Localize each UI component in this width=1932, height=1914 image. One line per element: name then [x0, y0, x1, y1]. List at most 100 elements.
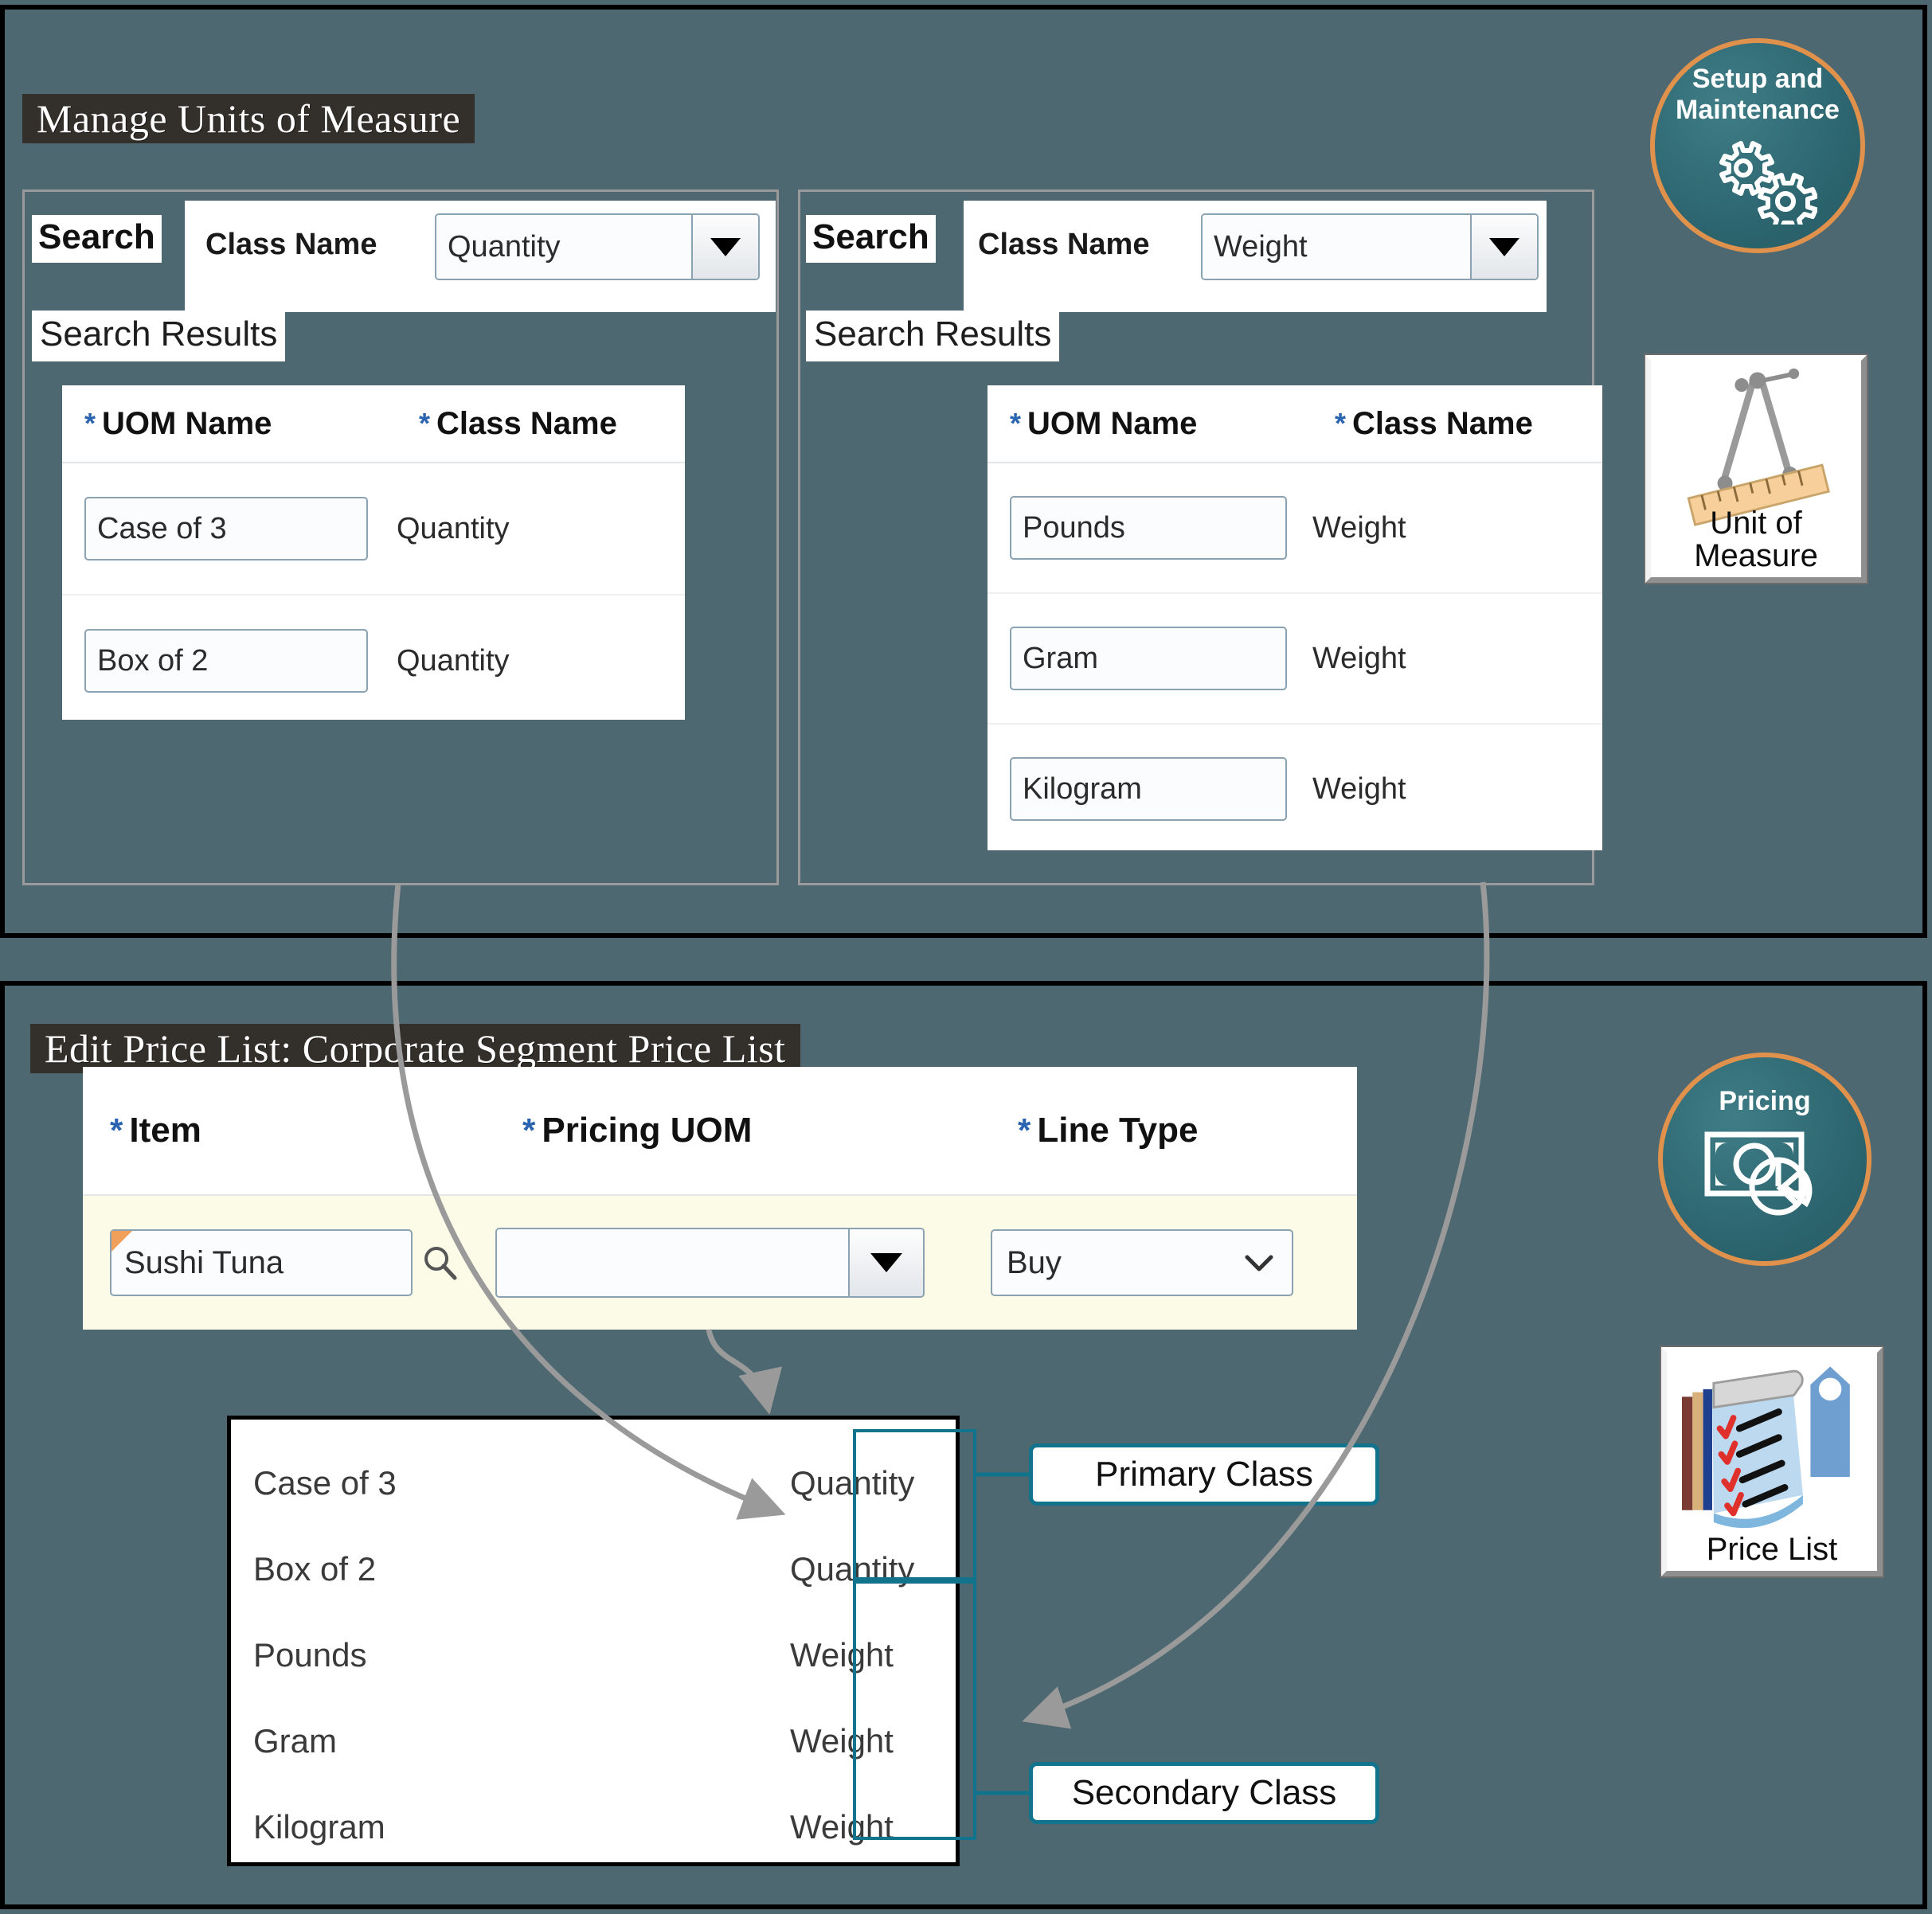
cell-line-type: Buy: [991, 1229, 1293, 1296]
uom-tile-line2: Measure: [1694, 538, 1818, 574]
column-header-line-type: * Line Type: [1018, 1111, 1198, 1150]
pricing-badge-label: Pricing: [1719, 1086, 1811, 1116]
required-asterisk: *: [84, 407, 96, 439]
uom-tile-line1: Unit of: [1710, 506, 1802, 541]
list-item[interactable]: Case of 3 Quantity: [231, 1440, 956, 1526]
class-name-label-weight: Class Name: [978, 228, 1150, 261]
uom-tile-label: Unit of Measure: [1694, 507, 1818, 577]
search-results-table-weight: * UOM Name * Class Name Pounds Weight Gr…: [988, 385, 1602, 850]
item-input[interactable]: Sushi Tuna: [110, 1229, 413, 1296]
item-input-value: Sushi Tuna: [124, 1244, 284, 1280]
column-header-pricing-uom-text: Pricing UOM: [542, 1111, 753, 1150]
column-header-class-name-text: Class Name: [1352, 405, 1533, 441]
uom-name-input[interactable]: Kilogram: [1010, 757, 1287, 821]
cell-item: Sushi Tuna: [83, 1229, 495, 1296]
cell-class-name: Weight: [1312, 510, 1406, 545]
form-data-row: Sushi Tuna Buy: [83, 1196, 1357, 1330]
dirty-flag-icon: [111, 1231, 132, 1252]
line-type-select[interactable]: Buy: [991, 1229, 1293, 1296]
pricing-uom-value[interactable]: [497, 1229, 848, 1296]
pricing-uom-lov[interactable]: [495, 1228, 925, 1298]
chevron-down-icon: [1245, 1255, 1273, 1271]
column-header-class-name: * Class Name: [1335, 406, 1533, 442]
chevron-down-icon[interactable]: [848, 1229, 923, 1296]
cell-uom-name: Pounds: [988, 496, 1312, 560]
uom-name-input[interactable]: Gram: [1010, 627, 1287, 690]
list-item-name[interactable]: Kilogram: [253, 1808, 385, 1846]
list-item-name[interactable]: Box of 2: [253, 1550, 377, 1588]
search-label-quantity: Search: [32, 215, 162, 263]
form-header-row: * Item * Pricing UOM * Line Type: [83, 1067, 1357, 1196]
uom-name-input[interactable]: Box of 2: [84, 629, 368, 693]
uom-page-title: Manage Units of Measure: [22, 94, 475, 143]
column-header-pricing-uom: * Pricing UOM: [522, 1111, 1018, 1150]
cell-pricing-uom: [495, 1228, 991, 1298]
setup-badge-label: Setup and Maintenance: [1676, 64, 1840, 126]
compass-ruler-icon: [1651, 361, 1861, 577]
required-asterisk: *: [1018, 1111, 1031, 1149]
list-item-class[interactable]: Quantity: [790, 1464, 915, 1502]
price-list-page-title: Edit Price List: Corporate Segment Price…: [30, 1024, 800, 1073]
list-item-name[interactable]: Pounds: [253, 1636, 367, 1674]
line-type-value: Buy: [1007, 1244, 1062, 1280]
primary-class-highlight: [853, 1429, 976, 1580]
checklist-tag-icon: [1667, 1353, 1877, 1571]
price-list-tile[interactable]: Price List: [1661, 1347, 1883, 1576]
list-item[interactable]: Kilogram Weight: [231, 1784, 956, 1870]
callout-secondary-class: Secondary Class: [1029, 1762, 1379, 1824]
list-item[interactable]: Gram Weight: [231, 1698, 956, 1784]
list-item[interactable]: Box of 2 Quantity: [231, 1526, 956, 1612]
column-header-line-type-text: Line Type: [1037, 1111, 1199, 1150]
required-asterisk: *: [110, 1111, 123, 1149]
class-name-lov-weight[interactable]: Weight: [1201, 213, 1539, 280]
search-results-label-quantity: Search Results: [32, 311, 286, 361]
column-header-item: * Item: [83, 1111, 522, 1150]
setup-badge-line2: Maintenance: [1676, 95, 1840, 126]
required-asterisk: *: [1335, 407, 1347, 439]
unit-of-measure-tile[interactable]: Unit of Measure: [1645, 355, 1867, 583]
table-row: Pounds Weight: [988, 463, 1602, 594]
setup-and-maintenance-badge[interactable]: Setup and Maintenance: [1650, 38, 1865, 253]
cell-class-name: Weight: [1312, 771, 1406, 806]
class-name-lov-quantity[interactable]: Quantity: [435, 213, 760, 280]
table-row: Gram Weight: [988, 594, 1602, 725]
cell-class-name: Quantity: [397, 643, 510, 678]
list-item-class[interactable]: Weight: [790, 1722, 894, 1760]
list-item-name[interactable]: Gram: [253, 1722, 337, 1760]
pricing-uom-dropdown-list[interactable]: Case of 3 Quantity Box of 2 Quantity Pou…: [227, 1416, 960, 1866]
uom-name-input[interactable]: Case of 3: [84, 497, 368, 561]
pricing-badge[interactable]: Pricing: [1658, 1053, 1871, 1266]
search-icon[interactable]: [413, 1242, 468, 1283]
column-header-class-name-text: Class Name: [436, 405, 617, 441]
column-header-uom-name: * UOM Name: [988, 406, 1335, 442]
money-piechart-icon: [1704, 1131, 1813, 1216]
cell-uom-name: Box of 2: [62, 629, 397, 693]
class-name-lov-value-quantity[interactable]: Quantity: [436, 215, 691, 279]
cell-uom-name: Gram: [988, 627, 1312, 690]
search-results-label-weight: Search Results: [806, 311, 1060, 361]
cell-uom-name: Kilogram: [988, 757, 1312, 821]
required-asterisk: *: [522, 1111, 536, 1149]
price-list-tile-label: Price List: [1706, 1532, 1838, 1568]
chevron-down-icon[interactable]: [691, 215, 758, 279]
list-item-name[interactable]: Case of 3: [253, 1464, 397, 1502]
table-header-row: * UOM Name * Class Name: [62, 385, 685, 463]
cell-class-name: Quantity: [397, 511, 510, 545]
table-row: Case of 3 Quantity: [62, 463, 685, 596]
table-header-row: * UOM Name * Class Name: [988, 385, 1602, 463]
uom-name-input[interactable]: Pounds: [1010, 496, 1287, 560]
table-row: Box of 2 Quantity: [62, 596, 685, 726]
column-header-uom-name-text: UOM Name: [1027, 405, 1198, 441]
column-header-uom-name-text: UOM Name: [102, 405, 272, 441]
class-name-lov-value-weight[interactable]: Weight: [1203, 215, 1470, 279]
gears-icon: [1719, 141, 1817, 225]
chevron-down-icon[interactable]: [1470, 215, 1537, 279]
list-item-class[interactable]: Weight: [790, 1636, 894, 1674]
column-header-item-text: Item: [129, 1111, 201, 1150]
callout-primary-class: Primary Class: [1029, 1443, 1379, 1506]
required-asterisk: *: [1010, 407, 1022, 439]
list-item[interactable]: Pounds Weight: [231, 1612, 956, 1698]
search-label-weight: Search: [806, 215, 936, 263]
column-header-uom-name: * UOM Name: [62, 406, 419, 442]
